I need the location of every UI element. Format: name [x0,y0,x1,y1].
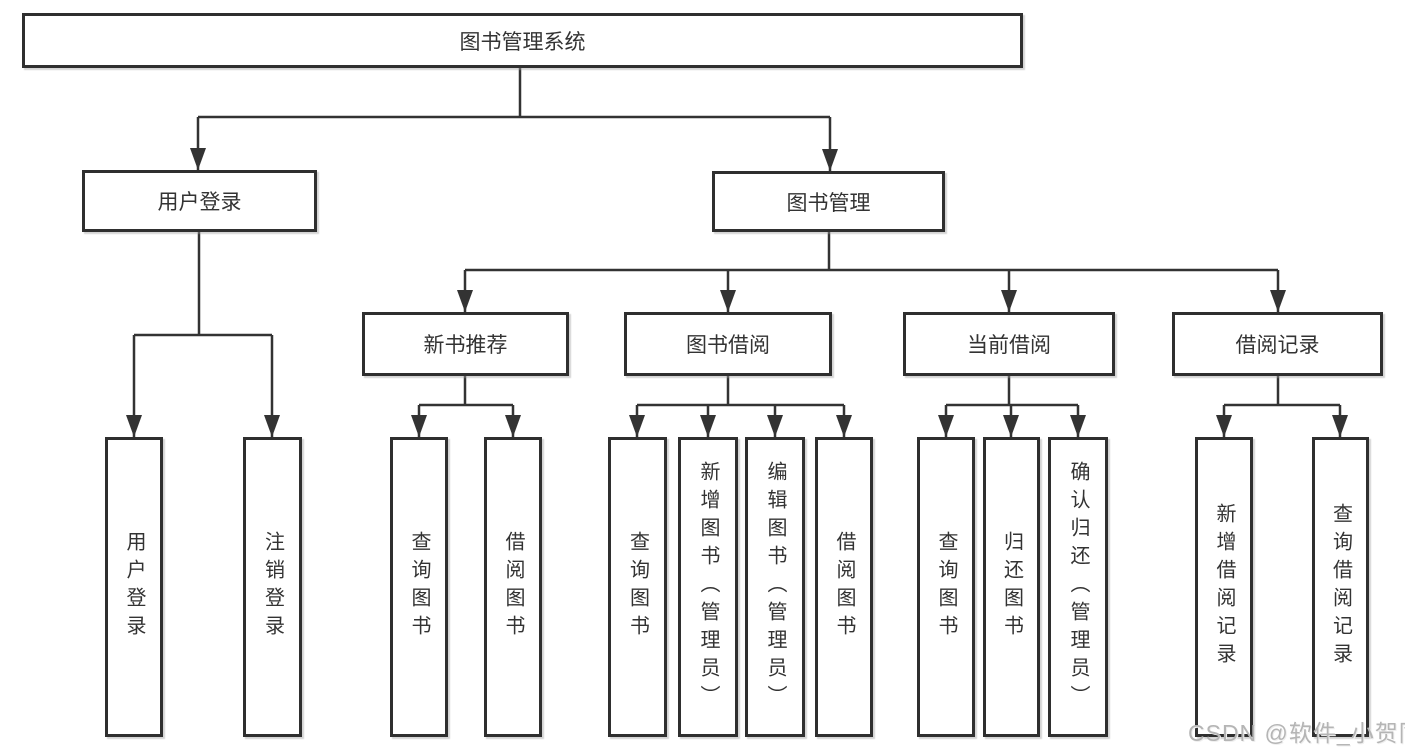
leaf-query-books-2-label: 查询图书 [626,531,649,643]
leaf-user-login: 用户登录 [105,437,163,737]
node-borrow-records-label: 借阅记录 [1235,334,1320,357]
node-user-login: 用户登录 [82,170,317,232]
leaf-query-books-3-label: 查询图书 [935,531,957,643]
connector-book-mgmt [465,232,1278,272]
connector-user-login [134,232,272,337]
leaf-edit-book-admin: 编辑图书（管理员） [745,437,805,737]
leaf-add-book-admin-label: 新增图书（管理员） [697,461,719,713]
connector-borrow-records [1224,376,1340,407]
leaf-query-books-1: 查询图书 [390,437,448,737]
leaf-borrow-books-1-label: 借阅图书 [502,531,524,643]
leaf-user-login-label: 用户登录 [123,531,145,643]
leaf-query-books-2: 查询图书 [608,437,667,737]
leaf-edit-book-admin-label: 编辑图书（管理员） [764,461,786,713]
connector-root [198,68,830,119]
leaf-query-books-3: 查询图书 [917,437,975,737]
leaf-borrow-books-1: 借阅图书 [484,437,542,737]
node-book-borrow-label: 图书借阅 [686,334,770,357]
leaf-add-borrow-record-label: 新增借阅记录 [1213,503,1235,671]
node-root-label: 图书管理系统 [459,30,586,54]
leaf-query-books-1-label: 查询图书 [408,531,430,643]
node-book-mgmt: 图书管理 [712,171,945,232]
leaf-confirm-return-admin: 确认归还（管理员） [1048,437,1108,737]
csdn-watermark: CSDN @软件_小贺同学 [1188,720,1405,746]
node-book-borrow: 图书借阅 [624,312,832,376]
node-current-borrow-label: 当前借阅 [967,334,1051,357]
leaf-borrow-books-2: 借阅图书 [815,437,873,737]
leaf-query-borrow-record: 查询借阅记录 [1312,437,1369,737]
connector-new-book-rec [419,376,513,407]
node-borrow-records: 借阅记录 [1172,312,1383,376]
leaf-add-borrow-record: 新增借阅记录 [1195,437,1253,737]
node-user-login-label: 用户登录 [157,191,242,214]
leaf-query-borrow-record-label: 查询借阅记录 [1329,503,1352,671]
connector-book-borrow [637,376,844,407]
node-current-borrow: 当前借阅 [903,312,1115,376]
connector-current-borrow [946,376,1078,407]
leaf-return-books-label: 归还图书 [1000,531,1023,643]
node-root: 图书管理系统 [22,13,1023,68]
leaf-logout: 注销登录 [243,437,302,737]
leaf-confirm-return-admin-label: 确认归还（管理员） [1067,461,1089,713]
leaf-borrow-books-2-label: 借阅图书 [833,531,855,643]
node-book-mgmt-label: 图书管理 [786,191,871,215]
leaf-return-books: 归还图书 [983,437,1040,737]
leaf-logout-label: 注销登录 [261,531,284,643]
node-new-book-rec-label: 新书推荐 [423,334,508,357]
node-new-book-rec: 新书推荐 [362,312,569,376]
leaf-add-book-admin: 新增图书（管理员） [678,437,738,737]
